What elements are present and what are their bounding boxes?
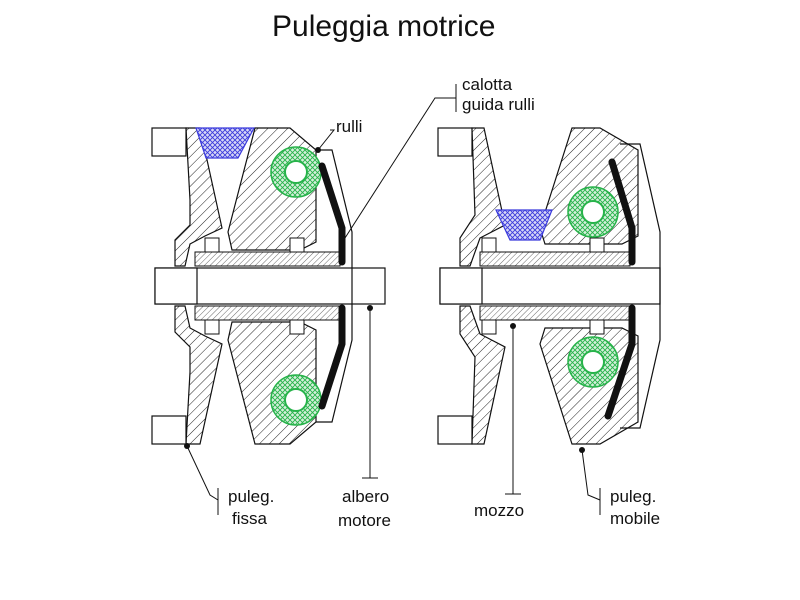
label-guida-rulli: guida rulli	[462, 95, 535, 114]
label-puleg-mobile-1: puleg.	[610, 487, 656, 506]
right-bushing-top-a	[481, 237, 497, 253]
left-bushing-top-b	[289, 237, 305, 253]
label-motore: motore	[338, 511, 391, 530]
left-flange-top	[151, 127, 187, 157]
label-albero: albero	[342, 487, 389, 506]
label-puleg-fissa-1: puleg.	[228, 487, 274, 506]
rulli-leader	[317, 129, 336, 151]
right-cap-outline	[620, 143, 661, 429]
right-bushing-bottom-a	[481, 319, 497, 335]
leader-lines	[186, 84, 601, 515]
right-hub-sleeve-bottom	[479, 305, 631, 321]
calotta-leader	[344, 84, 457, 239]
right-pulley	[437, 127, 661, 453]
fissa-leader	[186, 445, 219, 515]
right-belt	[495, 209, 553, 241]
left-roller-bottom	[270, 374, 322, 426]
right-hub-sleeve-top	[479, 251, 631, 267]
left-cap-outline	[316, 149, 353, 423]
right-shaft-end	[439, 267, 483, 305]
right-fixed-half-lower	[459, 305, 506, 445]
right-bushing-bottom-b	[589, 319, 605, 335]
left-shaft-end	[154, 267, 198, 305]
right-roller-bottom	[567, 336, 619, 388]
left-roller-top	[270, 146, 322, 198]
left-pulley	[151, 127, 386, 449]
left-hub-sleeve-bottom	[194, 305, 341, 321]
right-fixed-half-upper	[459, 127, 506, 267]
left-cap	[318, 162, 346, 410]
right-cap	[604, 158, 636, 420]
left-bushing-bottom-a	[204, 319, 220, 335]
left-fixed-half-upper	[174, 127, 223, 267]
left-bushing-top-a	[204, 237, 220, 253]
label-puleg-fissa-2: fissa	[232, 509, 268, 528]
label-rulli: rulli	[336, 117, 362, 136]
diagram-title: Puleggia motrice	[272, 10, 495, 43]
left-bushing-bottom-b	[289, 319, 305, 335]
left-flange-bottom	[151, 415, 187, 445]
right-roller-top	[567, 186, 619, 238]
mozzo-leader	[505, 326, 521, 495]
right-flange-top	[437, 127, 473, 157]
right-bushing-top-b	[589, 237, 605, 253]
left-belt	[195, 127, 255, 159]
label-mozzo: mozzo	[474, 501, 524, 520]
label-puleg-mobile-2: mobile	[610, 509, 660, 528]
right-flange-bottom	[437, 415, 473, 445]
albero-leader	[362, 308, 378, 479]
mobile-leader	[581, 449, 601, 515]
label-calotta: calotta	[462, 75, 513, 94]
left-fixed-half-lower	[174, 305, 223, 445]
left-hub-sleeve-top	[194, 251, 341, 267]
